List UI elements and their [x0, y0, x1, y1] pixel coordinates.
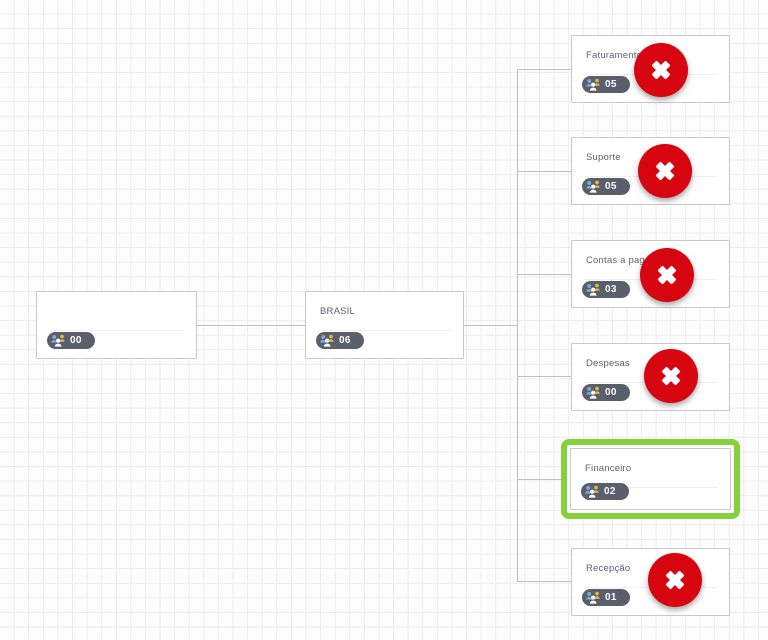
node-financeiro-title: Financeiro	[585, 463, 632, 474]
people-group-icon	[320, 334, 334, 347]
people-group-icon	[585, 485, 599, 498]
node-brasil-divider	[318, 330, 451, 331]
node-despesas-people-count: 00	[605, 386, 617, 398]
x-mark-icon	[655, 161, 675, 181]
node-root-people-count: 00	[70, 334, 82, 346]
node-brasil-title: BRASIL	[320, 306, 355, 317]
people-group-icon	[586, 386, 600, 399]
node-root-divider	[49, 330, 184, 331]
x-mark-icon	[665, 570, 685, 590]
people-group-icon	[586, 591, 600, 604]
connector-trunk-to-despesas	[517, 376, 571, 377]
node-faturamento-title: Faturamento	[586, 50, 643, 61]
node-brasil[interactable]: BRASIL 06	[305, 291, 464, 359]
node-suporte-people-count: 05	[605, 180, 617, 192]
people-group-icon	[51, 334, 65, 347]
connector-root-to-brasil	[197, 325, 305, 326]
remove-node-faturamento-button[interactable]	[634, 43, 688, 97]
node-root-people-badge[interactable]: 00	[47, 332, 95, 349]
node-faturamento-people-count: 05	[605, 78, 617, 90]
node-recepcao-title: Recepção	[586, 563, 631, 574]
node-despesas-title: Despesas	[586, 358, 630, 369]
node-despesas-people-badge[interactable]: 00	[582, 384, 630, 401]
node-financeiro-people-count: 02	[604, 485, 616, 497]
remove-node-despesas-button[interactable]	[644, 349, 698, 403]
connector-trunk-to-recepcao	[517, 581, 571, 582]
connector-trunk-to-financeiro	[517, 479, 561, 480]
node-recepcao-people-count: 01	[605, 591, 617, 603]
node-contas-a-pagar-title: Contas a pagar	[586, 255, 654, 266]
node-financeiro-selection-ring: Financeiro 02	[561, 439, 740, 519]
node-contas-a-pagar-people-badge[interactable]: 03	[582, 281, 630, 298]
people-group-icon	[586, 283, 600, 296]
connector-trunk-to-contas-a-pagar	[517, 274, 571, 275]
node-suporte-people-badge[interactable]: 05	[582, 178, 630, 195]
node-brasil-people-badge[interactable]: 06	[316, 332, 364, 349]
node-recepcao-people-badge[interactable]: 01	[582, 589, 630, 606]
people-group-icon	[586, 78, 600, 91]
node-contas-a-pagar-people-count: 03	[605, 283, 617, 295]
node-brasil-people-count: 06	[339, 334, 351, 346]
x-mark-icon	[651, 60, 671, 80]
connector-trunk-to-faturamento	[517, 69, 571, 70]
node-financeiro-people-badge[interactable]: 02	[581, 483, 629, 500]
x-mark-icon	[661, 366, 681, 386]
node-financeiro[interactable]: Financeiro 02	[570, 448, 731, 510]
connector-trunk-vertical	[517, 69, 518, 581]
node-suporte-title: Suporte	[586, 152, 621, 163]
node-faturamento-people-badge[interactable]: 05	[582, 76, 630, 93]
x-mark-icon	[657, 265, 677, 285]
remove-node-recepcao-button[interactable]	[648, 553, 702, 607]
remove-node-suporte-button[interactable]	[638, 144, 692, 198]
connector-trunk-to-suporte	[517, 171, 571, 172]
connector-brasil-to-trunk	[464, 325, 518, 326]
people-group-icon	[586, 180, 600, 193]
node-financeiro-divider	[583, 487, 718, 488]
node-root[interactable]: 00	[36, 291, 197, 359]
remove-node-contas-a-pagar-button[interactable]	[640, 248, 694, 302]
